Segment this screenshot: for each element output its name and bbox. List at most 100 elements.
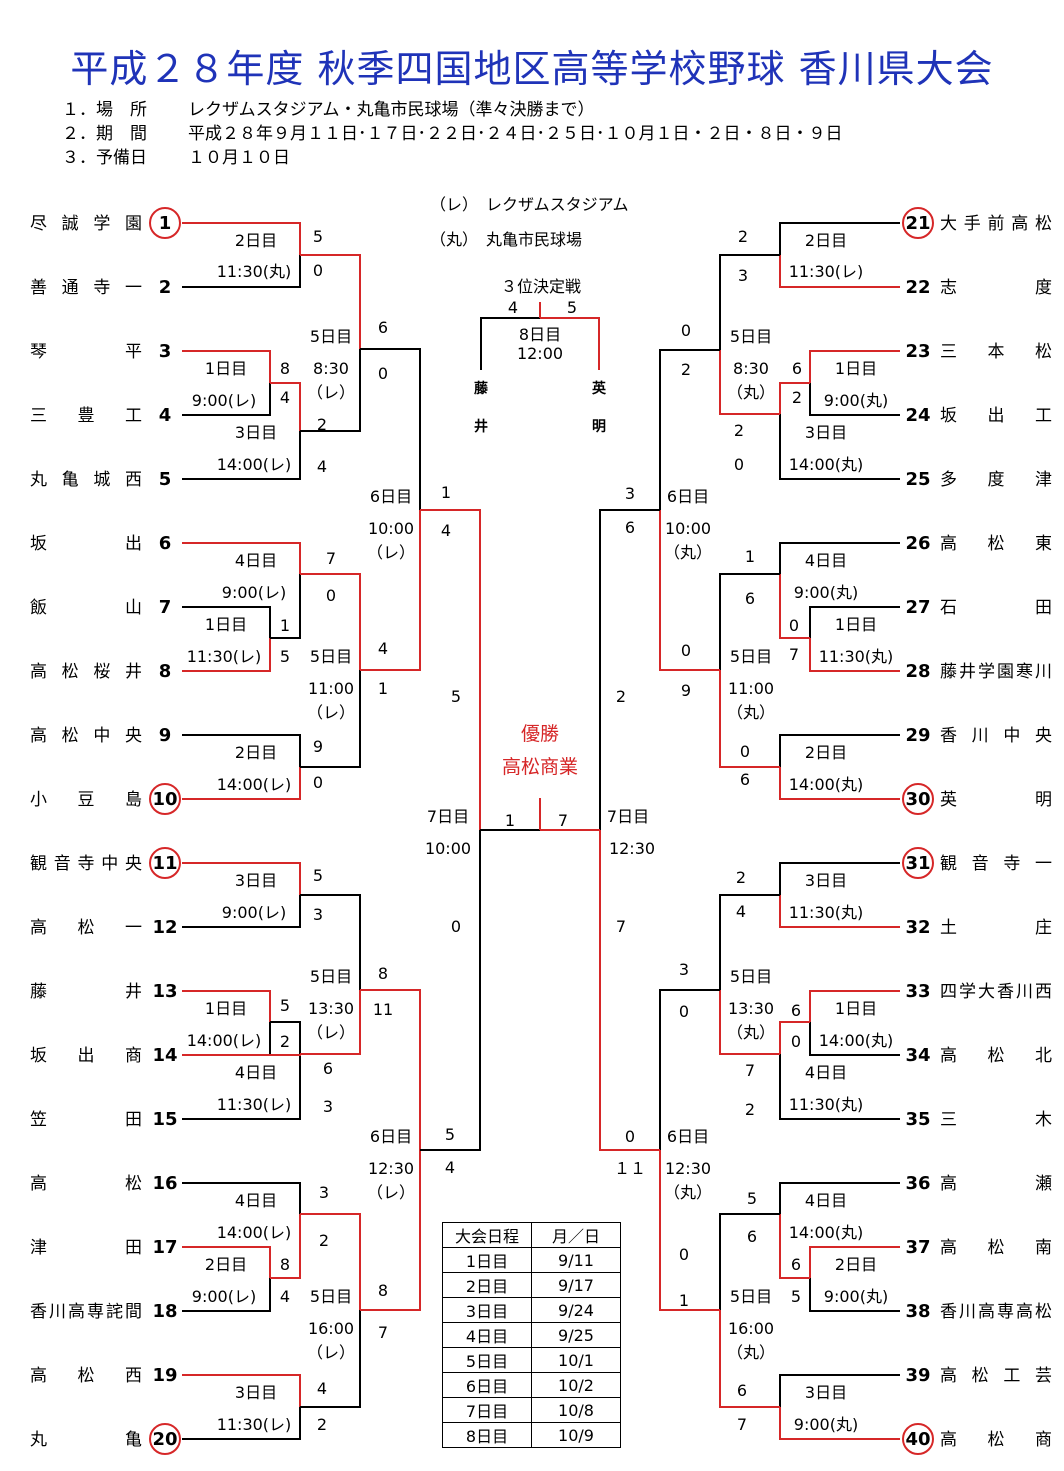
seed-circle-icon	[149, 207, 181, 239]
team-number: 28	[905, 661, 930, 682]
match-label: 11:30(レ)	[187, 647, 262, 666]
team-number: 20	[152, 1429, 177, 1450]
bracket-line	[300, 1213, 361, 1310]
bracket-line	[719, 670, 780, 768]
match-label: （丸）	[664, 1183, 712, 1202]
match-label: 10:00	[368, 519, 414, 538]
bracket-line	[182, 255, 301, 288]
match-label: 3日目	[805, 423, 847, 442]
bracket-line	[182, 350, 271, 383]
match-label: 8:30	[733, 359, 769, 378]
schedule-day: 7日目	[442, 1397, 532, 1423]
team-number: 33	[905, 981, 930, 1002]
bracket-line	[719, 573, 780, 670]
team-number: 30	[905, 789, 930, 810]
match-label: 2	[616, 687, 626, 706]
match-label: 5日目	[730, 327, 772, 346]
match-label: 7	[378, 1323, 388, 1342]
match-label: 2	[745, 1100, 755, 1119]
match-label: 9:00(丸)	[824, 391, 888, 410]
team-number: 23	[905, 341, 930, 362]
bracket-line	[182, 1278, 271, 1312]
team-number: 12	[152, 917, 177, 938]
match-label: 4	[445, 1158, 455, 1177]
match-label: 5	[280, 996, 290, 1015]
match-label: 1日目	[205, 615, 247, 634]
bracket-line	[420, 830, 481, 1151]
team-name: 坂 出 工	[940, 406, 1052, 426]
match-label: 2	[734, 421, 744, 440]
bracket-line	[420, 509, 481, 830]
match-label: 7	[745, 1061, 755, 1080]
team-number: 13	[152, 981, 177, 1002]
team-name: 香川高専高松	[940, 1302, 1052, 1322]
match-label: 0	[681, 641, 691, 660]
schedule-header-date: 月／日	[531, 1222, 621, 1248]
team-number: 2	[159, 277, 172, 298]
match-label: 3日目	[235, 1383, 277, 1402]
team-name: 香 川 中 央	[940, 726, 1052, 746]
match-label: 6	[740, 770, 750, 789]
match-label: 0	[789, 616, 799, 635]
bracket-line	[659, 1150, 720, 1311]
team-name: 高 松 北	[940, 1046, 1052, 1066]
bracket-line	[182, 383, 271, 416]
match-label: 14:00(レ)	[217, 1223, 292, 1242]
match-label: （レ）	[367, 543, 415, 562]
match-label: 1	[679, 1291, 689, 1310]
match-label: 1日目	[205, 359, 247, 378]
match-label: 5日目	[310, 647, 352, 666]
page-title: 平成２８年度 秋季四国地区高等学校野球 香川県大会	[70, 47, 994, 91]
match-label: 9:00(レ)	[222, 903, 286, 922]
team-name: 高 松 工 芸	[940, 1366, 1052, 1386]
bracket-line	[270, 1021, 301, 1054]
match-label: 5日目	[310, 327, 352, 346]
team-number: 6	[159, 533, 172, 554]
match-label: 11:30(レ)	[789, 262, 864, 281]
bracket-line	[719, 894, 780, 990]
match-label: （丸）	[727, 1343, 775, 1362]
schedule-date: 9/24	[531, 1297, 621, 1323]
bracket-line	[599, 830, 660, 1151]
match-label: 14:00(レ)	[187, 1031, 262, 1050]
team-name: 藤 井	[30, 982, 142, 1002]
team-name: 坂 出 商	[30, 1046, 142, 1066]
match-label: 3日目	[805, 1383, 847, 1402]
bracket-line	[779, 574, 810, 639]
match-label: 11:30(丸)	[789, 903, 864, 922]
match-label: 6日目	[667, 1127, 709, 1146]
bracket-line	[779, 767, 900, 800]
bracket-line	[779, 1407, 900, 1440]
bracket-line	[182, 1246, 271, 1278]
bracket-line	[779, 255, 900, 288]
bracket-line	[300, 254, 361, 349]
match-label: 2日目	[805, 231, 847, 250]
match-label: 2日目	[805, 743, 847, 762]
team-name: 琴 平	[30, 342, 142, 362]
match-label: 0	[679, 1002, 689, 1021]
team-number: 19	[152, 1365, 177, 1386]
team-number: 31	[905, 853, 930, 874]
bracket-line	[779, 1021, 810, 1054]
info-period: ２．期 間 平成２８年９月１１日･１７日･２２日･２４日･２５日･１０月１日・２…	[62, 119, 843, 144]
info-venue: １．場 所 レクザムスタジアム・丸亀市民球場（準々決勝まで）	[62, 95, 594, 120]
team-name: 高 松 東	[940, 534, 1052, 554]
team-number: 26	[905, 533, 930, 554]
bracket-line	[480, 317, 540, 370]
schedule-day: 8日目	[442, 1422, 532, 1448]
match-label: 0	[451, 917, 461, 936]
info-reserve: ３．予備日 １０月１０日	[62, 143, 290, 168]
schedule-date: 9/11	[531, 1247, 621, 1273]
third-place-score-left: 4	[508, 298, 518, 317]
info-period-value: 平成２８年９月１１日･１７日･２２日･２４日･２５日･１０月１日・２日・８日・９…	[188, 124, 843, 144]
match-label: 11:30(丸)	[217, 262, 292, 281]
team-name: 土 庄	[940, 918, 1052, 938]
match-label: 0	[625, 1127, 635, 1146]
match-label: 9:00(レ)	[192, 1287, 256, 1306]
info-period-label: ２．期 間	[62, 124, 147, 144]
match-label: （レ）	[307, 703, 355, 722]
bracket-line	[809, 606, 900, 638]
seed-circle-icon	[902, 847, 934, 879]
third-place-title: ３位決定戦	[501, 277, 581, 296]
match-label: １１	[614, 1159, 646, 1178]
